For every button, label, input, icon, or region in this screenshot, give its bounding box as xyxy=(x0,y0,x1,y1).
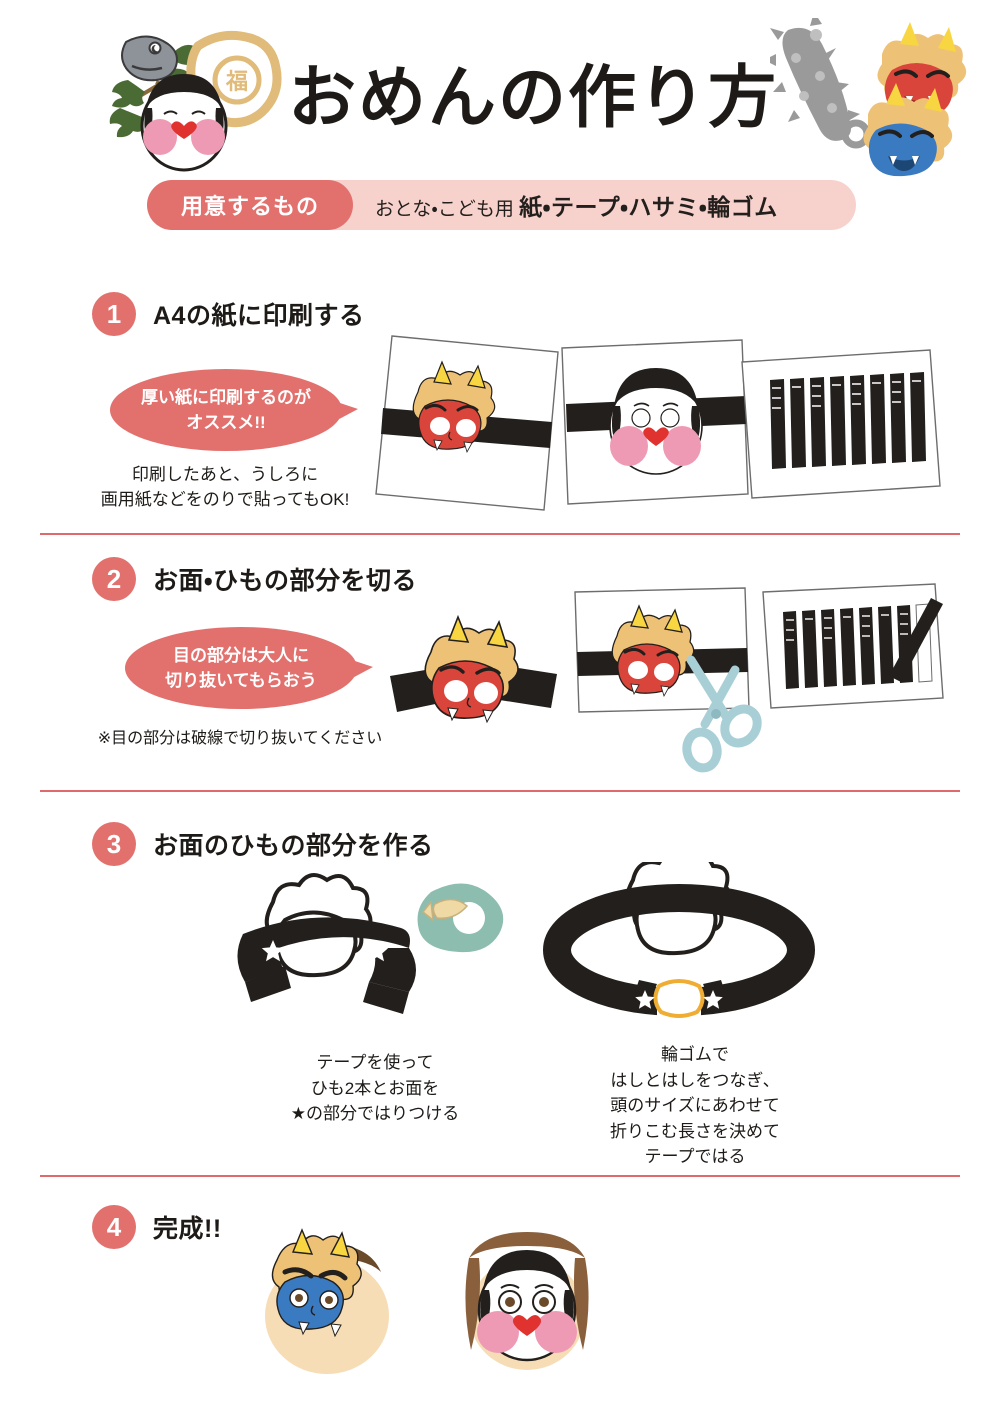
divider-step3-step4 xyxy=(40,1175,960,1177)
step-1-speech-bubble: 厚い紙に印刷するのが オススメ!! xyxy=(110,369,358,451)
header-decoration-right xyxy=(770,18,967,177)
mask-with-two-straps-and-tape-dispenser xyxy=(237,873,504,1014)
mask-with-strap-loop-and-rubber-band xyxy=(543,862,815,1018)
step-1-note: 印刷したあと、うしろに 画用紙などをのりで貼ってもOK! xyxy=(100,465,350,509)
step-3-header: 3 お面のひもの部分を作る xyxy=(92,822,434,866)
materials-prefix: おとな・こども用 xyxy=(375,199,520,220)
page-header: 福 おめんの作り方 xyxy=(0,0,1000,177)
tape-dispenser-icon xyxy=(417,883,504,953)
step-3-caption-right: 輪ゴムで はしとはしをつなぎ、 頭のサイズにあわせて 折りこむ長さを決めて テー… xyxy=(610,1045,780,1166)
step-1-illustrations xyxy=(375,335,941,511)
step-4-header: 4 完成!! xyxy=(92,1205,222,1249)
step-4-illustrations xyxy=(265,1228,589,1374)
step-4-badge: 4 xyxy=(92,1205,136,1249)
materials-items: 紙・テープ・ハサミ・輪ゴム xyxy=(519,194,778,220)
materials-pill-label: 用意するもの xyxy=(147,180,353,230)
step-2-note: ※目の部分は破線で切り抜いてください xyxy=(97,730,383,747)
cut-out-oni-mask xyxy=(390,614,557,724)
materials-banner: 用意するもの おとな・こども用 紙・テープ・ハサミ・輪ゴム xyxy=(147,180,856,230)
scissors-icon xyxy=(682,655,762,773)
step-3-title: お面のひもの部分を作る xyxy=(153,832,434,860)
otafuku-face-icon xyxy=(140,74,228,172)
header-decoration-left: 福 xyxy=(109,30,282,172)
step-1-title: A4の紙に印刷する xyxy=(153,302,365,330)
printed-sheet-otafuku-mask xyxy=(561,339,749,505)
strips-sheet-one-removed xyxy=(762,583,944,709)
step-3-badge: 3 xyxy=(92,822,136,866)
step-2-title: お面・ひもの部分を切る xyxy=(153,567,418,595)
step-2-illustrations xyxy=(390,583,944,773)
child-wearing-otafuku-mask xyxy=(465,1232,589,1370)
materials-list: おとな・こども用 紙・テープ・ハサミ・輪ゴム xyxy=(375,188,778,222)
blue-oni-face-icon xyxy=(863,83,953,177)
sardine-head-icon xyxy=(121,35,178,82)
step-1-bubble-text: 厚い紙に印刷するのが オススメ!! xyxy=(141,387,311,433)
step-2-header: 2 お面・ひもの部分を切る xyxy=(92,557,417,601)
step-2-speech-bubble: 目の部分は大人に 切り抜いてもらおう xyxy=(125,627,373,709)
step-1-header: 1 A4の紙に印刷する xyxy=(92,292,364,336)
divider-step1-step2 xyxy=(40,533,960,535)
step-1-badge: 1 xyxy=(92,292,136,336)
step-3-caption-left: テープを使って ひも2本とお面を ★の部分ではりつける xyxy=(290,1053,460,1123)
step-4-title: 完成!! xyxy=(153,1215,222,1243)
divider-step2-step3 xyxy=(40,790,960,792)
step-2-badge: 2 xyxy=(92,557,136,601)
printed-sheet-red-oni-mask xyxy=(375,335,559,511)
svg-text:福: 福 xyxy=(225,70,248,95)
printed-sheet-black-strips xyxy=(741,349,941,499)
sheet-with-scissors xyxy=(574,587,762,773)
child-wearing-blue-oni-mask xyxy=(265,1228,389,1374)
step-3-illustrations xyxy=(237,862,815,1018)
kanabo-club-icon xyxy=(770,18,871,149)
page-title: おめんの作り方 xyxy=(288,60,779,136)
step-2-bubble-text: 目の部分は大人に 切り抜いてもらおう xyxy=(165,645,317,691)
